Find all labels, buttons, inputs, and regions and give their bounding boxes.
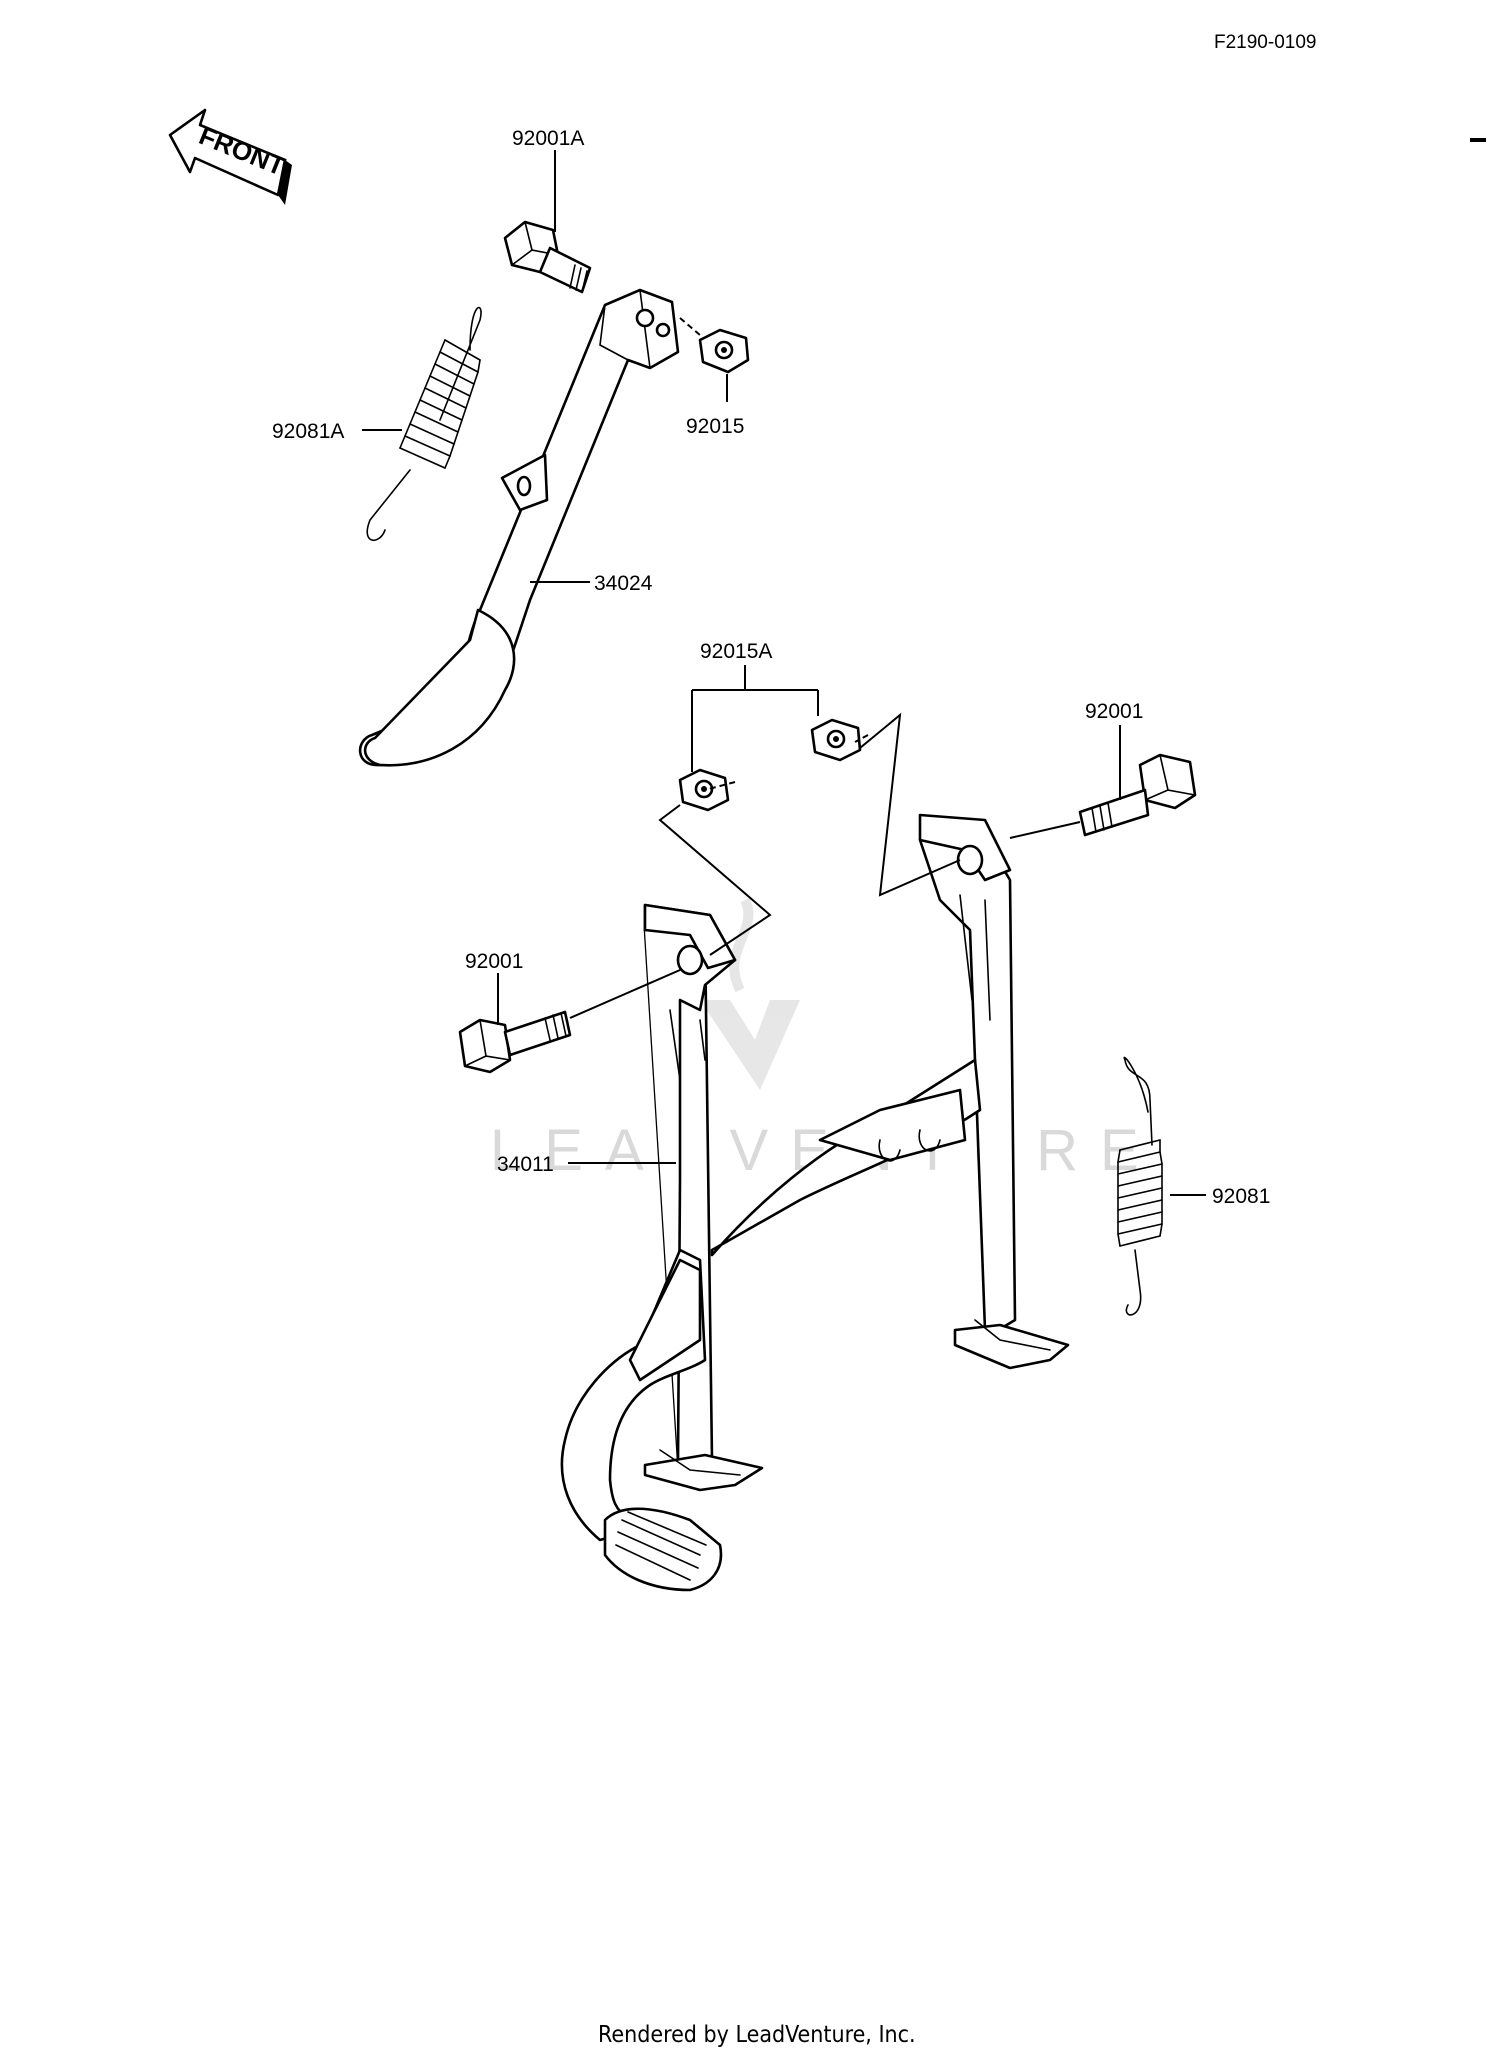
label-92081: 92081	[1212, 1185, 1270, 1208]
label-92015A: 92015A	[700, 640, 772, 663]
label-92001A: 92001A	[512, 127, 584, 150]
label-34024: 34024	[594, 572, 653, 595]
spring-92081	[1117, 1056, 1163, 1316]
bolt-92001-left	[458, 1010, 572, 1074]
label-34011: 34011	[497, 1153, 554, 1176]
diagram-code: F2190-0109	[1214, 32, 1316, 53]
label-92015: 92015	[686, 415, 744, 438]
bracket-92015A	[691, 665, 819, 772]
nut-92015	[698, 328, 750, 374]
edge-mark	[1470, 138, 1486, 142]
nut-92015A-left	[678, 768, 730, 812]
label-92001-right: 92001	[1085, 700, 1143, 723]
side-stand-34024	[358, 288, 680, 767]
spring-92081A	[366, 306, 482, 541]
assembly-lines	[658, 712, 961, 956]
footer-credit: Rendered by LeadVenture, Inc.	[598, 2022, 916, 2048]
nut-92015-axis	[679, 317, 701, 336]
label-92081A: 92081A	[272, 420, 344, 443]
bolt-92001-right-axis	[1009, 821, 1081, 839]
nut-92015A-right	[810, 718, 862, 762]
front-arrow-icon: FRONT	[168, 108, 292, 205]
watermark-logo	[700, 897, 800, 1090]
center-stand-34011	[560, 813, 1070, 1592]
label-92001-left: 92001	[465, 950, 523, 973]
bolt-92001A	[503, 220, 592, 294]
bolt-92001-right	[1078, 753, 1197, 837]
bolt-92001-left-axis	[569, 969, 681, 1019]
